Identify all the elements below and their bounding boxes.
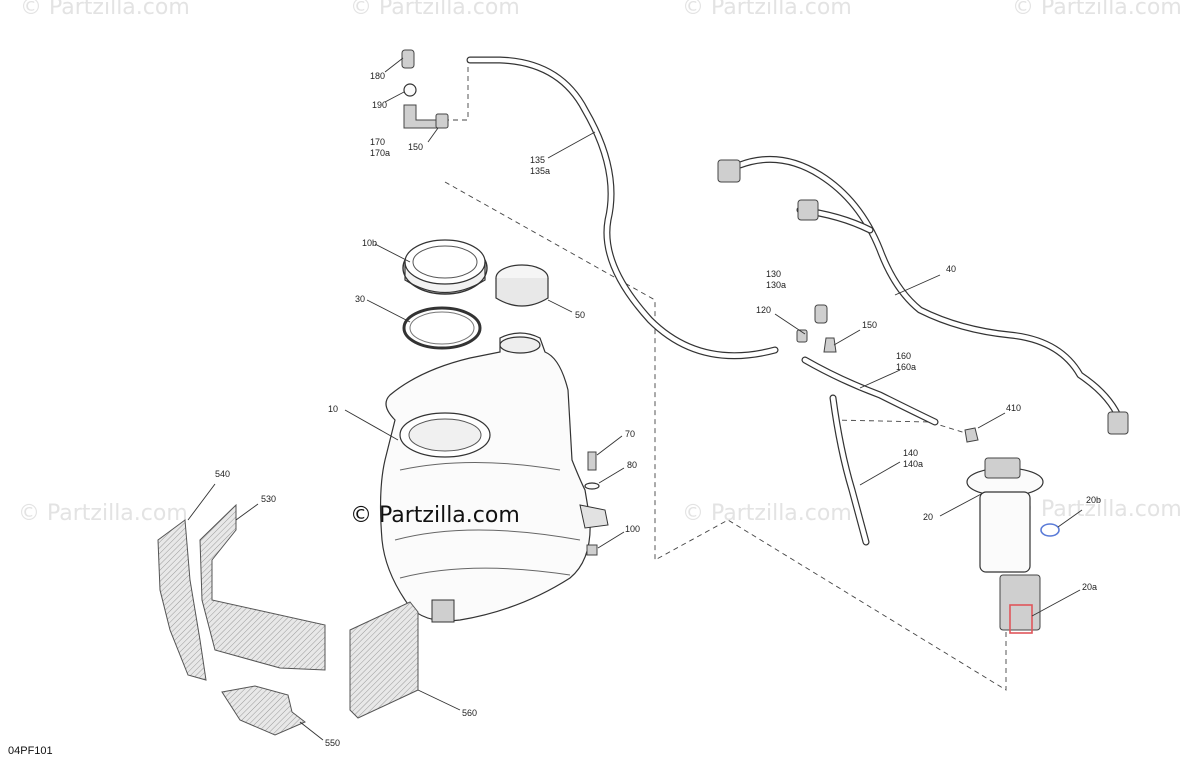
- nut-100: [586, 544, 598, 556]
- seal-30: [402, 306, 482, 350]
- callout-140[interactable]: 140: [903, 448, 918, 458]
- fuel-tank-10: [379, 332, 609, 623]
- watermark-text: © Partzilla.com: [20, 0, 190, 20]
- heat-shields: [157, 503, 419, 736]
- connector-icon: [797, 199, 819, 221]
- callout-70[interactable]: 70: [625, 429, 635, 439]
- connector-icon: [717, 159, 741, 183]
- callout-80[interactable]: 80: [627, 460, 637, 470]
- pressure-regulator-20b: [1040, 523, 1060, 537]
- callout-530[interactable]: 530: [261, 494, 276, 504]
- callout-180[interactable]: 180: [370, 71, 385, 81]
- heat-shield-530: [199, 503, 326, 671]
- bolt-70: [587, 451, 597, 471]
- clamp-190: [403, 83, 417, 97]
- elbow-170: [403, 104, 441, 129]
- callout-130a[interactable]: 130a: [766, 280, 786, 290]
- callout-170a[interactable]: 170a: [370, 148, 390, 158]
- center-fittings: [796, 304, 979, 443]
- callout-135[interactable]: 135: [530, 155, 545, 165]
- callout-30[interactable]: 30: [355, 294, 365, 304]
- watermark-text: © Partzilla.com: [18, 501, 188, 526]
- hose-140: [829, 394, 870, 546]
- fuel-filter-20a: [1009, 604, 1033, 634]
- callout-140a[interactable]: 140a: [903, 459, 923, 469]
- callout-labels: 180 190 170 170a 150 135 135a 10b 30 50 …: [215, 71, 1101, 748]
- callout-170[interactable]: 170: [370, 137, 385, 147]
- callout-410[interactable]: 410: [1006, 403, 1021, 413]
- callout-20[interactable]: 20: [923, 512, 933, 522]
- callout-40[interactable]: 40: [946, 264, 956, 274]
- heat-shield-560: [349, 601, 419, 719]
- callout-150[interactable]: 150: [408, 142, 423, 152]
- callout-160[interactable]: 160: [896, 351, 911, 361]
- callout-540[interactable]: 540: [215, 469, 230, 479]
- fitting-120: [796, 329, 808, 343]
- check-valve-180: [401, 49, 415, 69]
- vent-fittings-group: [401, 49, 449, 129]
- watermark-main-text: © Partzilla.com: [350, 503, 520, 528]
- clamp-150: [823, 337, 837, 353]
- tank-bracket: [431, 599, 455, 623]
- watermark-text: © Partzilla.com: [682, 0, 852, 20]
- callout-560[interactable]: 560: [462, 708, 477, 718]
- hose-160: [801, 356, 939, 426]
- fitting-130: [814, 304, 828, 324]
- callout-50[interactable]: 50: [575, 310, 585, 320]
- connector-icon: [1107, 411, 1129, 435]
- callout-20a[interactable]: 20a: [1082, 582, 1097, 592]
- callout-135a[interactable]: 135a: [530, 166, 550, 176]
- hardware-group: [584, 451, 600, 556]
- watermark-layer: © Partzilla.com © Partzilla.com © Partzi…: [18, 0, 1182, 526]
- watermark-text: © Partzilla.com: [350, 0, 520, 20]
- fuel-pump-20: [966, 457, 1060, 634]
- heat-shield-550: [221, 685, 306, 736]
- heat-shield-540: [157, 519, 207, 681]
- callout-10b[interactable]: 10b: [362, 238, 377, 248]
- callout-150[interactable]: 150: [862, 320, 877, 330]
- callout-20b[interactable]: 20b: [1086, 495, 1101, 505]
- watermark-text: © Partzilla.com: [682, 501, 852, 526]
- ring-nut-10b: [402, 239, 488, 295]
- leader-lines: [187, 57, 1083, 741]
- figure-id: 04PF101: [8, 745, 53, 757]
- callout-120[interactable]: 120: [756, 305, 771, 315]
- callout-190[interactable]: 190: [372, 100, 387, 110]
- tank-mount-tab: [579, 504, 609, 529]
- watermark-text: © Partzilla.com: [1012, 497, 1182, 522]
- washer-80: [584, 482, 600, 490]
- watermark-text: © Partzilla.com: [1012, 0, 1182, 20]
- fuel-cap-50: [495, 264, 549, 307]
- callout-550[interactable]: 550: [325, 738, 340, 748]
- callout-10[interactable]: 10: [328, 404, 338, 414]
- callout-100[interactable]: 100: [625, 524, 640, 534]
- clamp-410: [964, 427, 979, 443]
- callout-160a[interactable]: 160a: [896, 362, 916, 372]
- clamp-150: [435, 113, 449, 129]
- vent-hose-135: [466, 56, 779, 360]
- wiring-harness-40: [717, 155, 1129, 435]
- callout-130[interactable]: 130: [766, 269, 781, 279]
